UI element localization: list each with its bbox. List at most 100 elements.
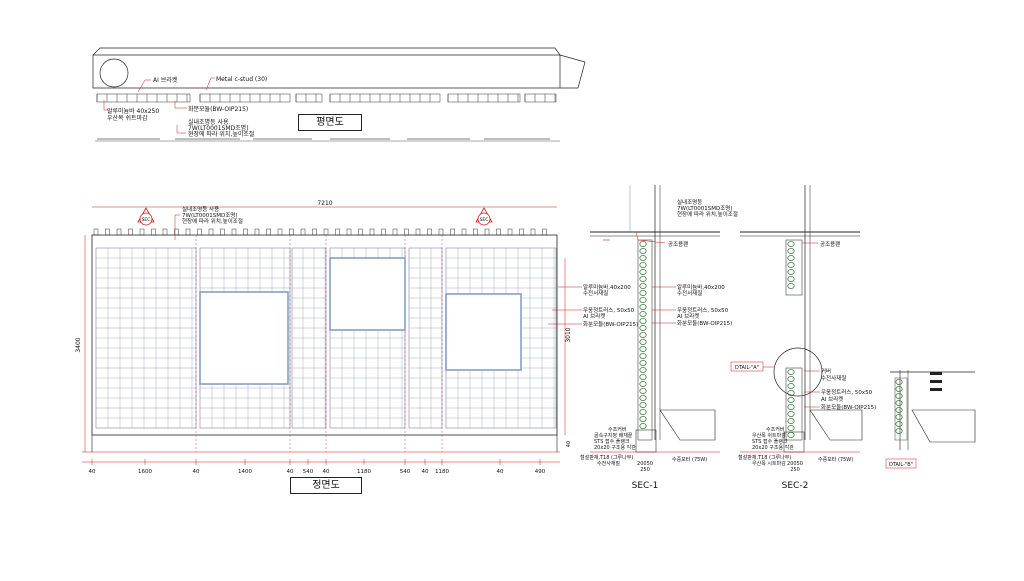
sec1-note-light-1: 실내조명등	[677, 198, 702, 206]
top-light-fixture	[381, 228, 386, 236]
detail-b-view: DTAIL-"B"	[885, 370, 976, 469]
leader-light	[174, 214, 180, 240]
top-light-fixture	[277, 228, 283, 236]
elev-note-truss-2: AI 브라켓	[583, 312, 605, 320]
overall-width-dim: 7210	[317, 200, 332, 207]
plant-leaf	[639, 268, 647, 275]
bottom-dim-label: 40	[422, 469, 429, 475]
plan-note-al-bracket: AI 브라켓	[153, 76, 178, 84]
plant-leaf	[639, 338, 647, 345]
sec2-dim-1: 20050	[787, 461, 803, 467]
top-light-fixture	[530, 228, 536, 236]
plan-angled-end	[559, 54, 586, 89]
top-light-fixture	[404, 228, 409, 236]
plant-leaf	[787, 247, 795, 254]
plant-leaf	[787, 368, 795, 375]
sec2-detail-tag-box	[730, 361, 764, 372]
plan-module	[295, 93, 323, 103]
detail-symbol-bar	[930, 372, 942, 375]
bottom-dim-label: 540	[400, 469, 411, 475]
sec1-note-truss-1: 우웅정트러스, 50x50	[677, 306, 729, 314]
sec2-note-truss-1: 우웅정트러스, 50x50	[821, 388, 873, 396]
plant-leaf	[639, 352, 647, 359]
bottom-dim-label: 1180	[357, 469, 371, 475]
plan-view	[92, 47, 586, 142]
sec1-note-floor-1: 철설판재,T18 (그루나무)	[580, 454, 633, 461]
top-light-fixture	[151, 228, 156, 236]
plant-leaf	[639, 373, 647, 380]
plan-module	[96, 93, 191, 103]
detail-tag-box	[885, 458, 917, 469]
detail-symbol-bar	[930, 380, 942, 383]
sec2-leaders	[804, 370, 820, 408]
plant-leaf	[895, 413, 903, 420]
sec-marker-label: SEC	[480, 217, 489, 223]
section-2-view: DTAIL-"A" 공조용팬 커버 수전사재질 우웅정트러스, 50x50 AI…	[730, 185, 876, 473]
plant-leaf	[787, 261, 795, 268]
sec1-note-pump: 수중모터 (75W)	[672, 456, 707, 463]
elev-note-light-2: 7W(LT0001SMD조명)	[182, 212, 238, 219]
plant-leaf	[639, 408, 647, 415]
plan-note-planter: 화분모듈(BW-OIP215)	[188, 106, 248, 113]
plant-leaf	[787, 424, 795, 431]
section-1-view: 실내조명등 7W(LT0001SMD조명) 현장에 따라 위치,높이조절 공조용…	[580, 185, 738, 473]
plant-leaf	[639, 282, 647, 289]
plant-leaf	[639, 247, 647, 254]
plant-leaf	[639, 296, 647, 303]
sec2-note-sts-1: STS 접수 플랭크	[752, 438, 788, 445]
top-light-fixture	[105, 228, 110, 236]
plant-leaf	[639, 303, 647, 310]
plant-leaf	[639, 345, 647, 352]
top-light-fixture	[197, 228, 202, 236]
plant-leaf	[787, 389, 795, 396]
sec1-note-alu-2: 수전서재질	[677, 289, 702, 297]
top-light-fixture	[484, 228, 490, 236]
leader-metal-stud	[205, 77, 215, 91]
plan-module-strip	[96, 93, 557, 103]
plant-leaf	[895, 378, 903, 385]
plant-leaf	[639, 331, 647, 338]
plant-leaf	[787, 410, 795, 417]
sec2-note-pump: 수중모터 (75W)	[818, 456, 853, 463]
sec2-note-cover-1: 커버	[821, 367, 831, 375]
leader-al-bracket	[137, 79, 151, 93]
bottom-dim-label: 40	[323, 469, 330, 475]
plan-title: 평면도	[298, 114, 362, 131]
detail-bench	[911, 409, 976, 443]
leader-alu-pipe	[103, 100, 110, 111]
plant-leaf	[787, 403, 795, 410]
detail-tag: DTAIL-"B"	[889, 462, 913, 468]
bottom-dim-label: 40	[193, 469, 200, 475]
sec2-detail-tag: DTAIL-"A"	[735, 365, 759, 371]
elev-note-light-3: 현장에 따라 위치,높이조절	[182, 217, 243, 225]
plan-top-edge	[92, 47, 561, 56]
plant-leaf	[787, 382, 795, 389]
top-light-fixture	[415, 228, 421, 236]
plant-leaf	[895, 427, 903, 434]
plant-leaf	[787, 282, 795, 289]
plant-leaf	[787, 254, 795, 261]
plan-module	[329, 93, 441, 103]
plant-leaf	[639, 359, 647, 366]
elev-note-planter: 화분모듈(BW-OIP215)	[583, 321, 638, 328]
plant-leaf	[895, 392, 903, 399]
top-light-fixture	[473, 228, 478, 236]
sec1-note-sts-2: 20x20 구조용 각관	[594, 444, 636, 451]
top-light-fixture	[507, 228, 513, 236]
top-light-fixture	[496, 228, 501, 236]
elevation-top-lights	[93, 228, 547, 236]
top-light-fixture	[519, 228, 524, 236]
top-light-fixture	[392, 228, 398, 236]
bottom-dim-label: 40	[89, 469, 96, 475]
plant-leaf	[639, 261, 647, 268]
plant-leaf	[639, 380, 647, 387]
top-light-fixture	[174, 228, 179, 236]
sec2-plants	[787, 240, 795, 438]
sec1-note-sts-1: STS 접수 플랭크	[594, 438, 630, 445]
section-marker-right: SEC	[475, 207, 493, 226]
top-light-fixture	[358, 228, 363, 236]
sec2-note-cover-3: 수조커버	[766, 426, 784, 433]
elevation-title: 정면도	[290, 477, 362, 494]
elevation-open-panel-2	[329, 257, 406, 331]
bottom-dim-label: 40	[497, 469, 504, 475]
